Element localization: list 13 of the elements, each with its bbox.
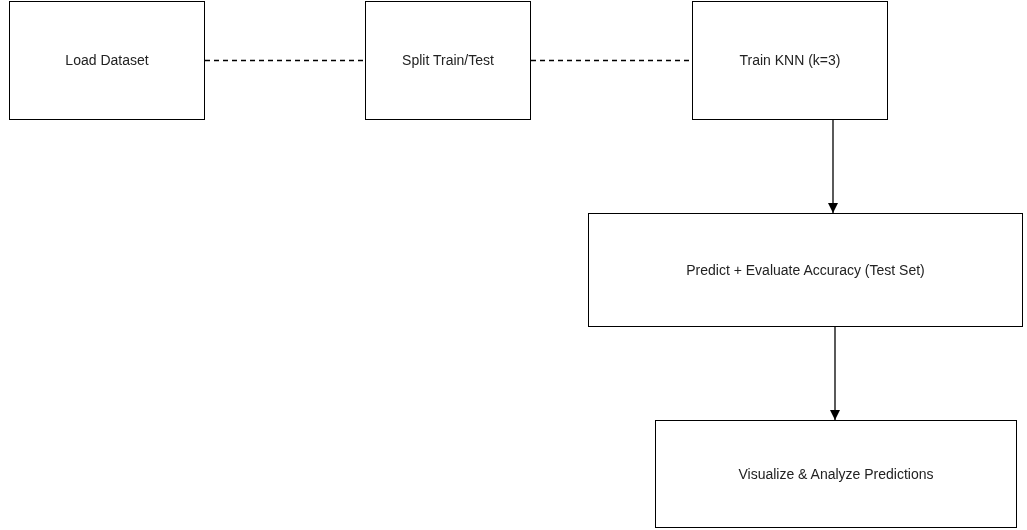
box-label: Train KNN (k=3) [739, 51, 841, 70]
box-label: Load Dataset [65, 51, 149, 70]
process-box [9, 1, 205, 120]
arrow [827, 119, 839, 214]
box-label: Predict + Evaluate Accuracy (Test Set) [686, 260, 925, 280]
box-label: Split Train/Test [402, 51, 494, 70]
process-box [692, 1, 888, 120]
arrow [829, 326, 841, 421]
process-box [365, 1, 531, 120]
box-label: Visualize & Analyze Predictions [738, 464, 934, 484]
process-box [655, 420, 1017, 528]
process-box [588, 213, 1023, 327]
dashed-connector [204, 59, 366, 62]
